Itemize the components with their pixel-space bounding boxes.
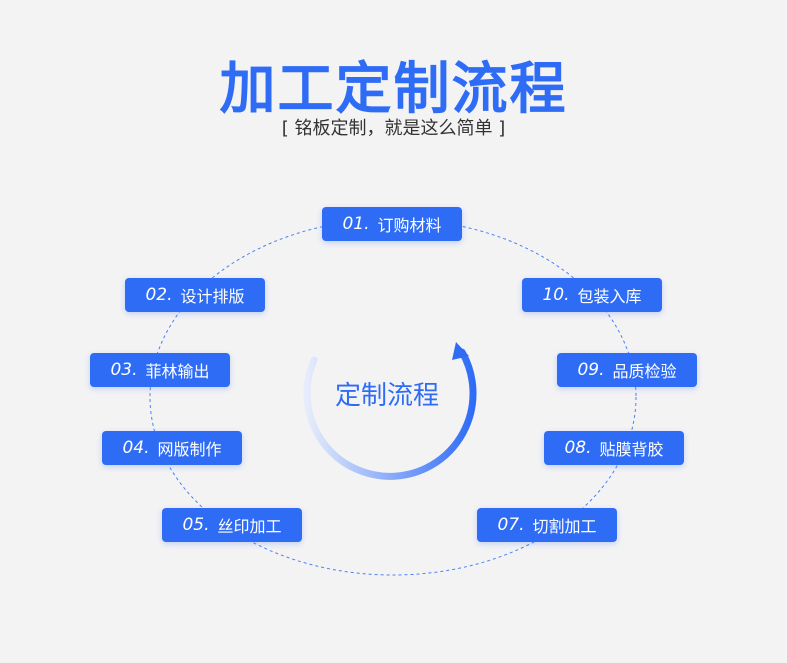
step-number: 05. [182,515,210,535]
step-03: 03. 菲林输出 [90,353,230,387]
step-label: 品质检验 [612,362,677,381]
step-label: 包装入库 [577,287,642,306]
step-number: 03. [110,360,138,380]
step-01: 01. 订购材料 [322,207,462,241]
step-10: 10. 包装入库 [522,278,662,312]
step-05: 05. 丝印加工 [162,508,302,542]
step-07: 07. 切割加工 [477,508,617,542]
step-label: 贴膜背胶 [599,440,664,459]
step-number: 08. [564,438,592,458]
inner-progress-arc [303,348,477,480]
page-subtitle: [ 铭板定制，就是这么简单 ] [281,118,506,139]
arc-arrowhead [452,342,469,360]
step-04: 04. 网版制作 [102,431,242,465]
step-08: 08. 贴膜背胶 [544,431,684,465]
step-number: 02. [145,285,173,305]
step-09: 09. 品质检验 [557,353,697,387]
step-number: 09. [577,360,605,380]
step-number: 10. [542,285,570,305]
step-label: 网版制作 [157,440,222,459]
step-label: 丝印加工 [217,517,282,536]
center-label: 定制流程 [334,381,439,411]
step-02: 02. 设计排版 [125,278,265,312]
page-title: 加工定制流程 [219,57,568,122]
step-label: 设计排版 [180,287,245,306]
step-label: 切割加工 [532,517,597,536]
step-label: 菲林输出 [145,362,210,381]
step-number: 07. [497,515,525,535]
step-number: 01. [342,214,370,234]
step-number: 04. [122,438,150,458]
step-label: 订购材料 [377,216,442,235]
